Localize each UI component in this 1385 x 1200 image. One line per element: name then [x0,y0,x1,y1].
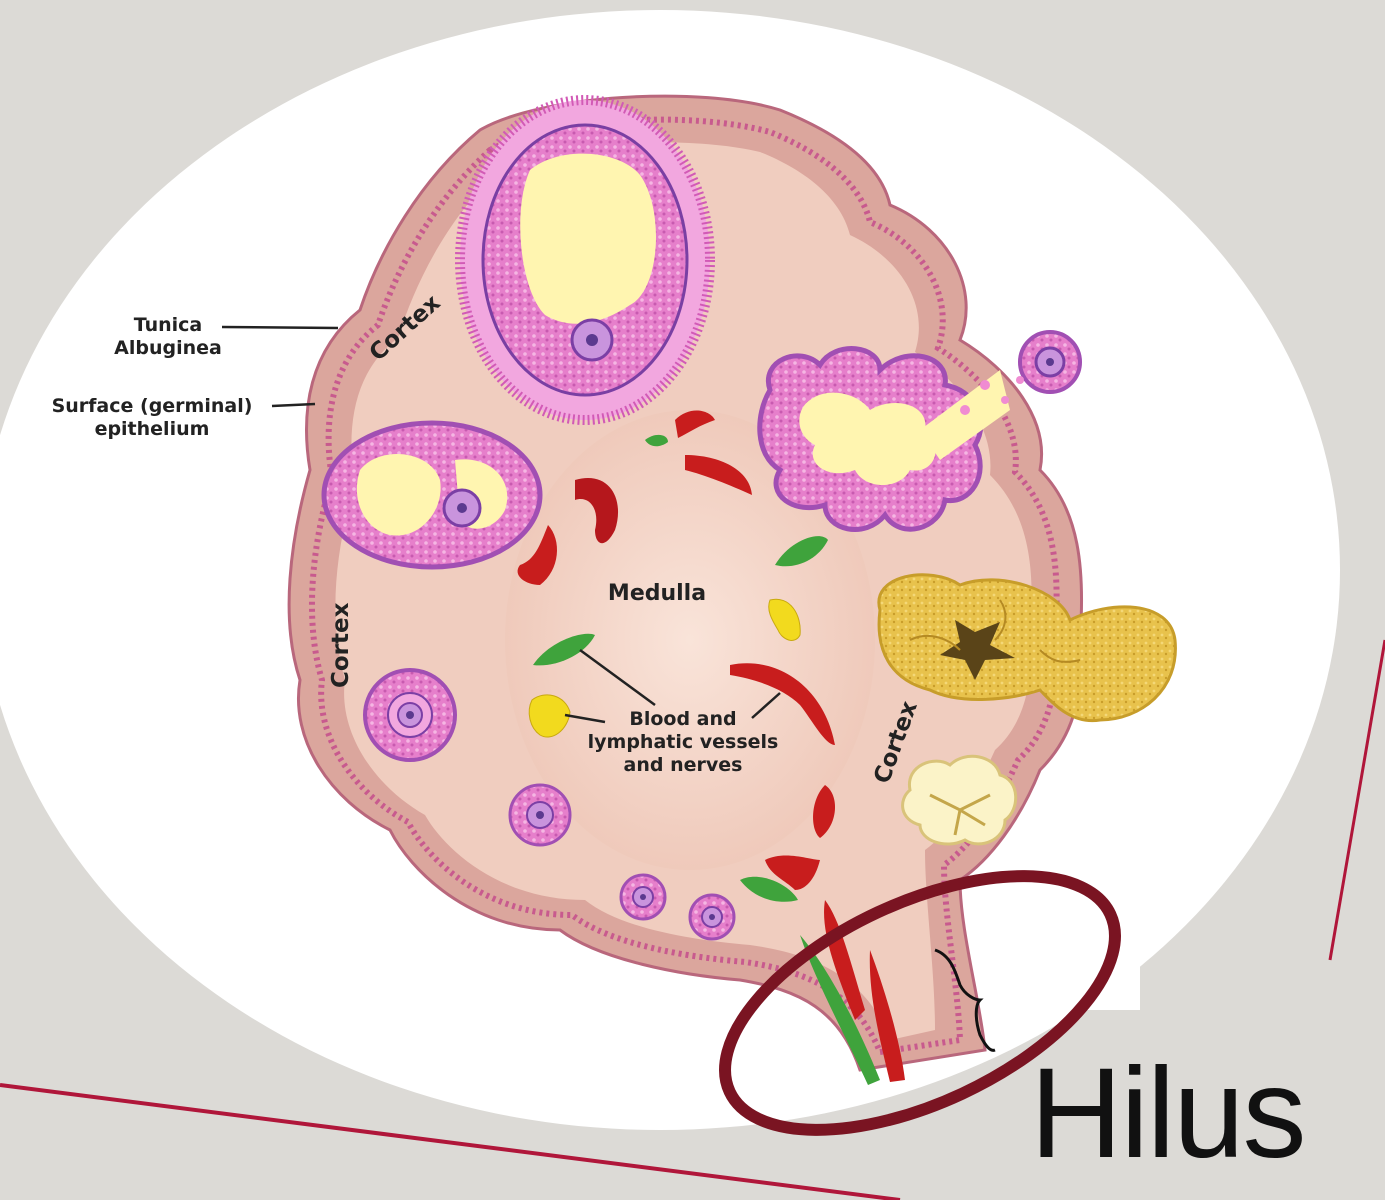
hilus-highlight-ring [719,870,1121,1136]
label-vessels-line2: lymphatic vessels [588,731,779,753]
primordial-follicle [619,873,667,921]
label-surface-epithelium-line2: epithelium [95,418,210,440]
slide-accent-line-right [1328,639,1385,961]
surface-epithelium [308,116,1060,1056]
hilus-label: Hilus [1030,1042,1306,1185]
primary-follicle [508,783,572,847]
graafian-follicle [455,95,715,425]
corpus-luteum [877,573,1177,723]
corpus-albicans [901,754,1018,846]
label-medulla: Medulla [608,581,706,606]
primordial-follicle [688,893,736,941]
label-vessels-line3: and nerves [624,754,743,776]
label-tunica-albuginea-line2: Albuginea [114,337,222,359]
label-vessels-line1: Blood and [629,708,736,730]
antral-follicle [321,420,543,570]
hilus-brace [934,948,996,1052]
label-cortex-left: Cortex [328,602,354,688]
label-tunica-albuginea-line1: Tunica [134,314,203,336]
slide-accent-line-bottom [0,1083,901,1200]
ruptured-follicle [757,330,1082,532]
leader-lines [221,325,781,724]
primary-follicle [363,668,457,762]
lymphatic-vessels [533,434,880,1085]
nerves [528,598,801,738]
label-surface-epithelium-line1: Surface (germinal) [52,395,253,417]
